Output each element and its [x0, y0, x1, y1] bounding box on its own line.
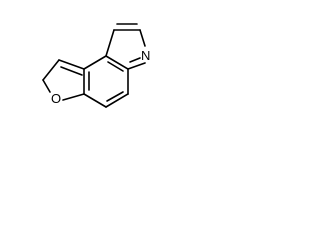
chemical-structure-diagram: N O	[42, 23, 150, 108]
double-bond-c5a-c6	[60, 66, 83, 76]
bond-c7a-c8	[105, 55, 129, 70]
bond-c2-n	[139, 29, 146, 47]
bond-o-c4	[62, 93, 85, 101]
bond-c8-c1	[105, 29, 115, 57]
bond-c9-c4	[105, 93, 129, 108]
bond-c6-c7	[42, 59, 60, 81]
bond-c4-c5	[83, 93, 107, 108]
double-bond-inner-2	[106, 91, 124, 102]
molecule-canvas: N O	[0, 0, 197, 141]
furan-ring	[42, 59, 85, 101]
double-bond-n-c9	[129, 57, 141, 63]
double-bond-inner-1	[107, 61, 124, 72]
bond-n-c9	[127, 62, 146, 70]
oxygen-label: O	[51, 91, 61, 106]
bond-c5a-c7a	[83, 55, 107, 70]
nitrogen-label: N	[141, 48, 150, 63]
benzene-ring	[83, 55, 129, 108]
azole-ring	[105, 23, 146, 70]
bond-c7-o	[42, 79, 51, 93]
bond-c5a-c6	[58, 59, 85, 70]
